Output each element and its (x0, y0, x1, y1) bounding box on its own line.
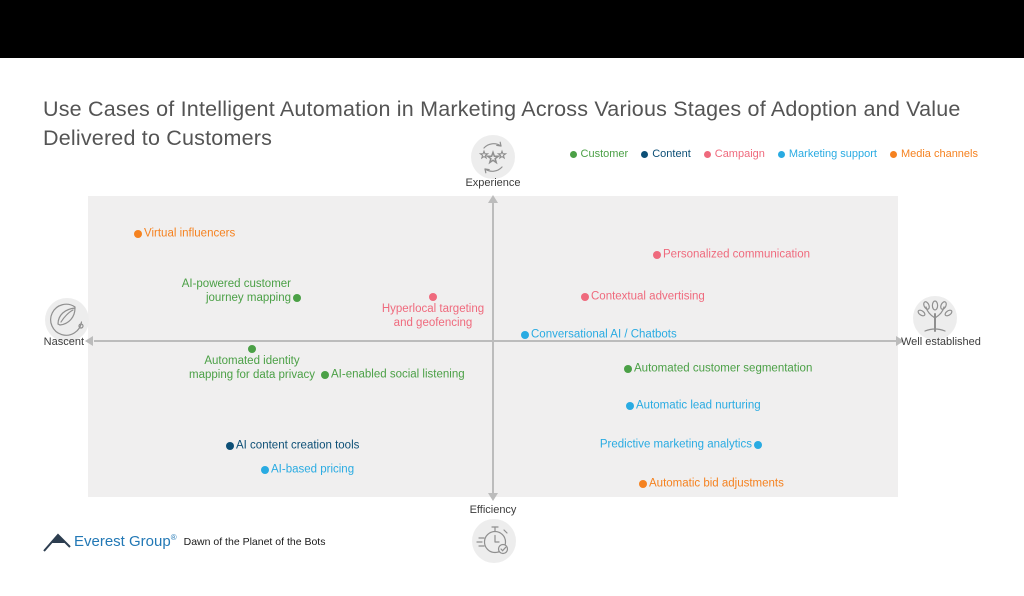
registered-mark: ® (170, 533, 177, 542)
sprout-leaf-icon (45, 298, 89, 342)
legend-dot (889, 150, 897, 158)
legend-label: Marketing support (788, 148, 877, 160)
legend-label: Customer (580, 148, 629, 160)
legend-label: Content (652, 148, 691, 160)
chart-title: Use Cases of Intelligent Automation in M… (43, 97, 961, 150)
legend-item: Customer (569, 148, 629, 160)
everest-group-wordmark: Everest Group® (74, 533, 177, 550)
legend-item: Marketing support (777, 148, 877, 160)
legend: Customer Content Campaign Marketing support… (569, 148, 978, 160)
stopwatch-icon (472, 519, 516, 563)
legend-dot (569, 150, 577, 158)
legend-label: Campaign (714, 148, 765, 160)
legend-item: Content (641, 148, 691, 160)
legend-label: Media channels (900, 148, 978, 160)
top-letterbox-bar (0, 0, 1024, 58)
footer-logo: Everest Group® Dawn of the Planet of the… (42, 530, 325, 553)
legend-dot (777, 150, 785, 158)
y-axis-arrow-down (488, 493, 498, 501)
axis-label-nascent: Nascent (43, 336, 84, 348)
tree-icon (913, 296, 957, 340)
experience-stars-icon (471, 135, 515, 179)
axis-label-well-established: Well established (901, 336, 981, 348)
y-axis-line (492, 202, 494, 494)
x-axis-arrow-right (896, 336, 904, 346)
report-tagline: Dawn of the Planet of the Bots (183, 535, 326, 548)
x-axis-arrow-left (85, 336, 93, 346)
x-axis-line (94, 340, 897, 342)
axis-label-efficiency: Efficiency (469, 504, 517, 516)
legend-dot (703, 150, 711, 158)
everest-mountain-icon (43, 533, 71, 552)
legend-dot (641, 150, 649, 158)
axis-label-experience: Experience (465, 177, 521, 189)
y-axis-arrow-up (488, 195, 498, 203)
legend-item: Media channels (889, 148, 978, 160)
legend-item: Campaign (703, 148, 765, 160)
